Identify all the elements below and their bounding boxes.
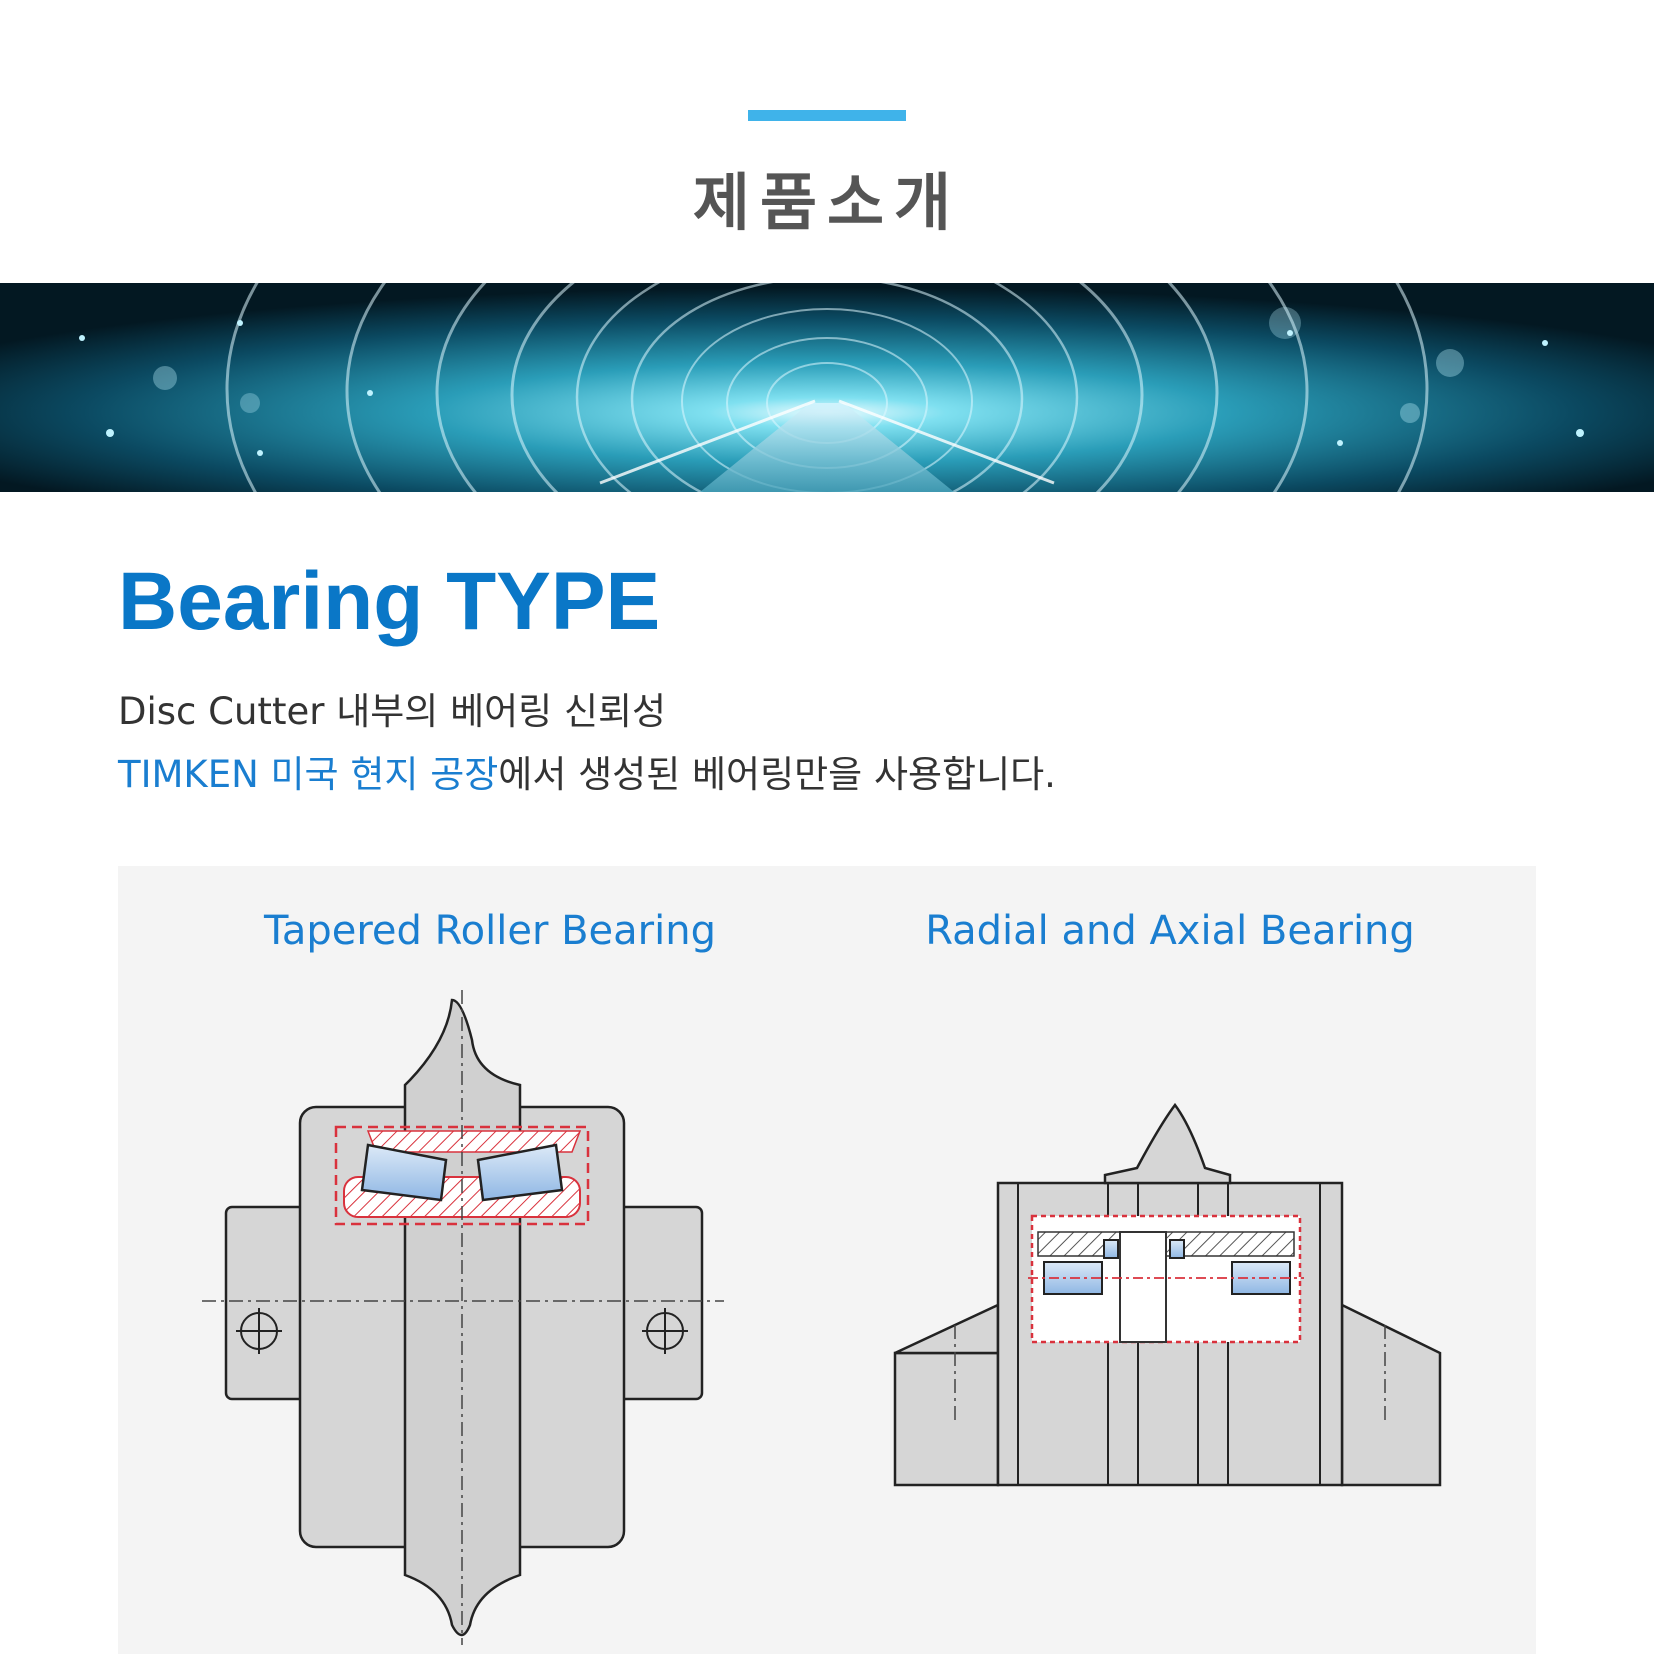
- title-accent-bar: [748, 110, 906, 121]
- tunnel-banner-image: [0, 283, 1654, 492]
- description-line-1: Disc Cutter 내부의 베어링 신뢰성: [118, 690, 667, 733]
- page-title: 제품소개: [692, 166, 962, 239]
- timken-highlight: TIMKEN 미국 현지 공장: [118, 753, 499, 796]
- tapered-roller-bearing-diagram: [202, 990, 724, 1645]
- radial-axial-bearing-label: Radial and Axial Bearing: [925, 908, 1415, 954]
- tapered-roller-bearing-label: Tapered Roller Bearing: [264, 908, 716, 954]
- radial-axial-bearing-diagram: [893, 1102, 1442, 1487]
- section-description: Disc Cutter 내부의 베어링 신뢰성 TIMKEN 미국 현지 공장에…: [118, 680, 1056, 806]
- description-line-2: TIMKEN 미국 현지 공장에서 생성된 베어링만을 사용합니다.: [118, 743, 1056, 806]
- tunnel-banner: [0, 283, 1654, 492]
- description-line-2-rest: 에서 생성된 베어링만을 사용합니다.: [498, 753, 1056, 796]
- section-title: Bearing TYPE: [118, 556, 661, 647]
